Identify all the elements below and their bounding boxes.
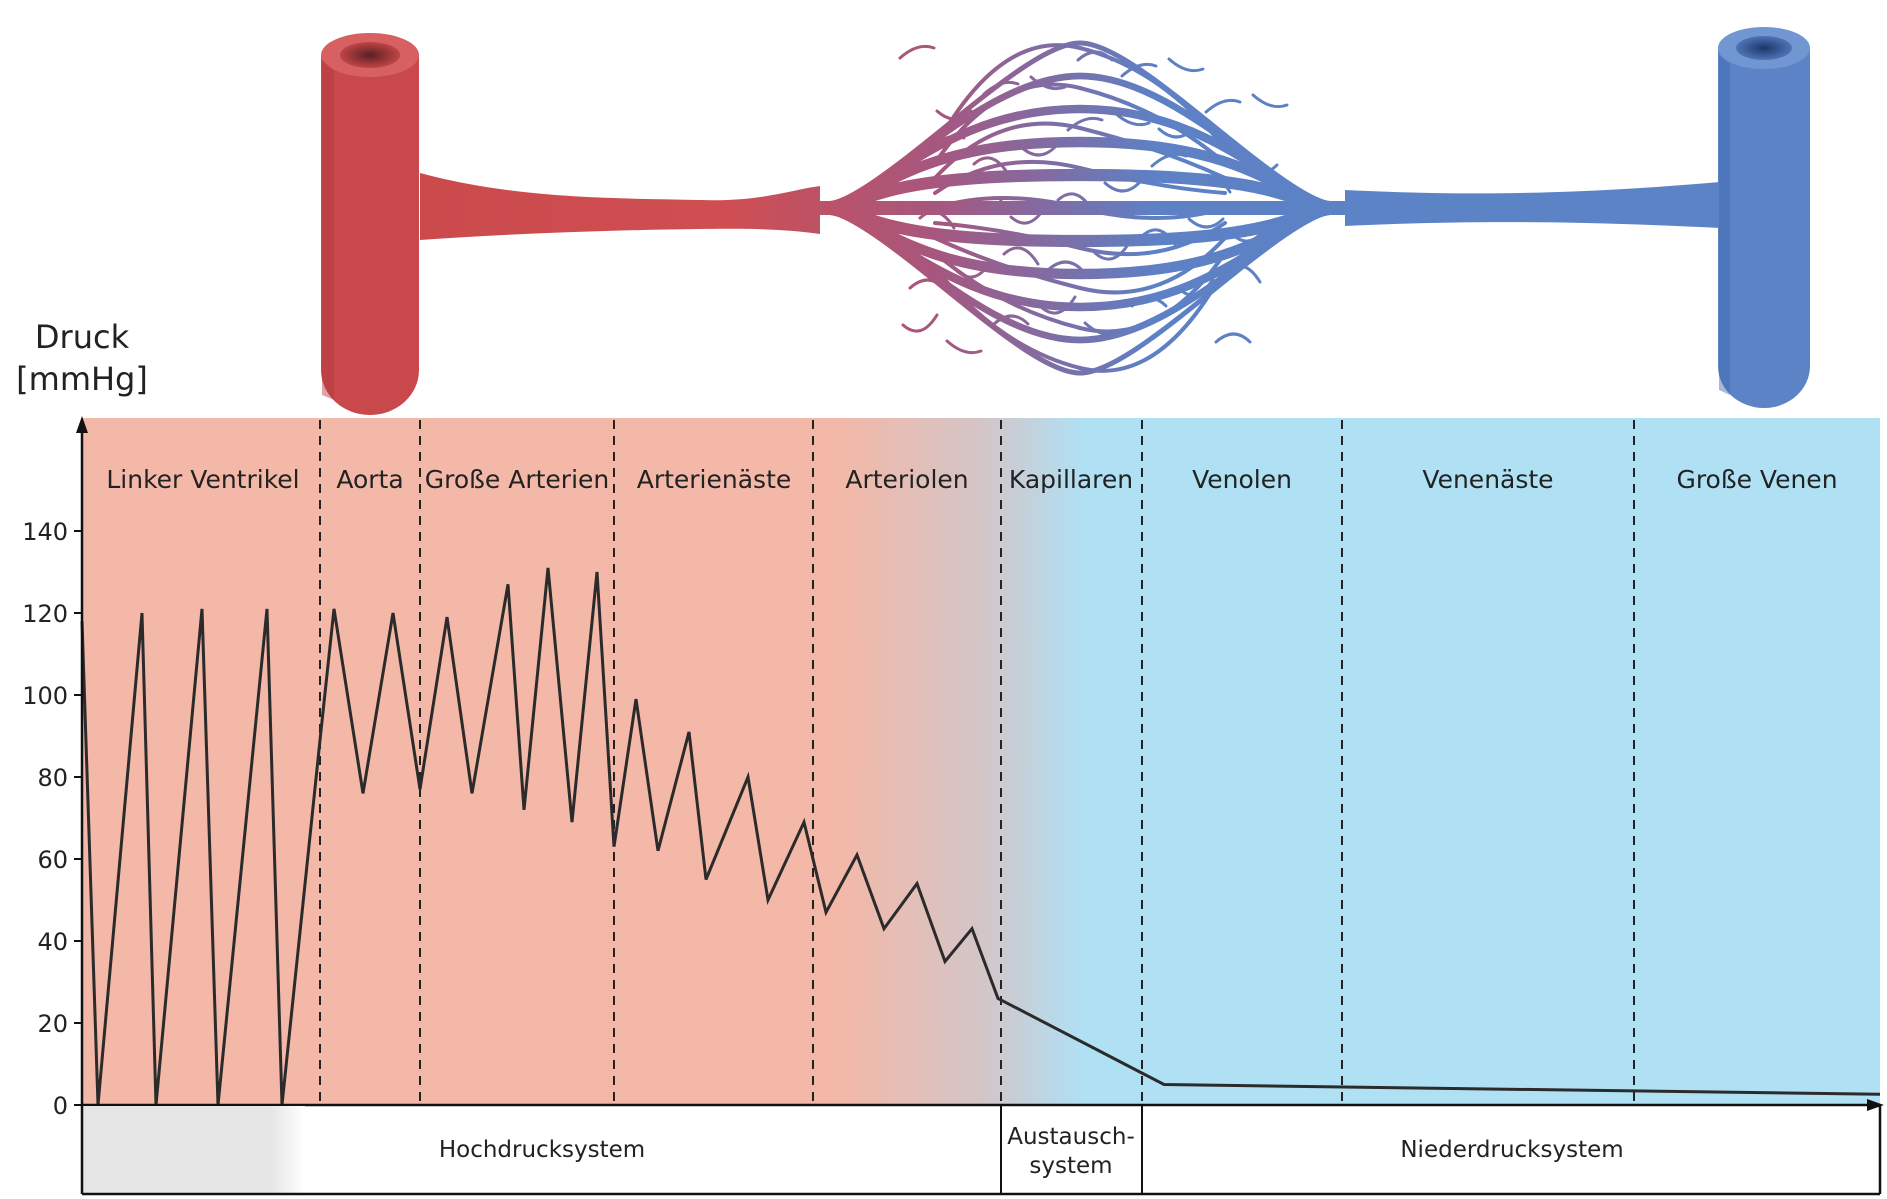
y-axis-title-line2: [mmHg] [16,360,148,398]
capillary-network-icon [808,40,1352,376]
pressure-systems-bar: Hochdrucksystem Austausch- system Nieder… [80,1105,1882,1196]
segment-label: Große Venen [1676,465,1837,494]
vessel-illustration [321,27,1810,415]
y-tick-label: 0 [53,1092,68,1120]
exchange-system-label-line1: Austausch- [1007,1124,1135,1150]
segment-labels: Linker Ventrikel Aorta Große Arterien Arter… [106,465,1837,494]
y-axis-title-line1: Druck [35,318,130,356]
y-tick-label: 100 [22,682,68,710]
segment-label: Linker Ventrikel [106,465,299,494]
y-tick-label: 120 [22,600,68,628]
y-tick-label: 20 [37,1010,68,1038]
low-pressure-system-label: Niederdrucksystem [1400,1137,1623,1163]
y-tick-label: 140 [22,518,68,546]
y-tick-label: 60 [37,846,68,874]
segment-label: Venolen [1192,465,1292,494]
segment-label: Arteriolen [845,465,968,494]
segment-label: Kapillaren [1009,465,1133,494]
x-axis-arrow [1867,1099,1884,1111]
artery-tube-icon [321,33,820,415]
segment-label: Venenäste [1422,465,1553,494]
pressure-zone-background [82,418,1880,1105]
exchange-system-label-line2: system [1029,1153,1112,1179]
segment-label: Aorta [336,465,403,494]
segment-label: Große Arterien [425,465,610,494]
segment-dividers [319,420,1635,1105]
y-tick-label: 40 [37,928,68,956]
pressure-curve [80,567,1881,1106]
vein-tube-icon [1345,27,1810,408]
y-axis-arrow [76,416,88,433]
y-tick-label: 80 [37,764,68,792]
high-pressure-system-label: Hochdrucksystem [439,1137,645,1163]
y-axis-ticks: 0 20 40 60 80 100 120 140 [22,518,82,1120]
ventricle-system-cell [83,1106,305,1194]
segment-label: Arterienäste [637,465,792,494]
pressure-chart: Linker Ventrikel Aorta Große Arterien Arter… [22,416,1884,1120]
